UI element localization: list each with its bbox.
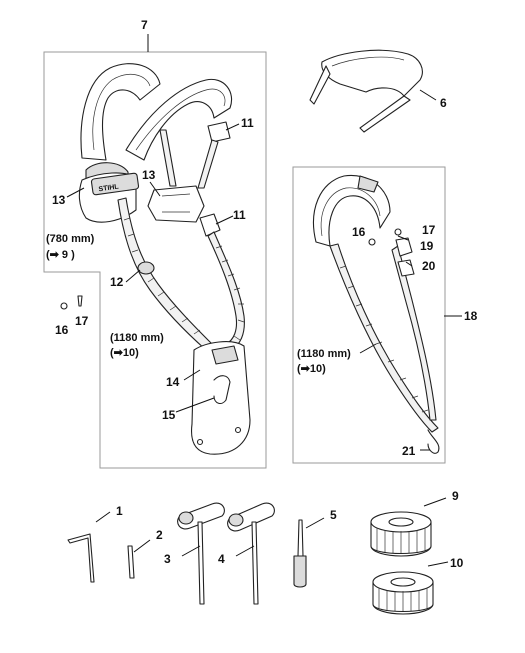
belt-length-label: (780 mm) — [46, 233, 95, 245]
shoulder-strap — [312, 174, 440, 454]
callout-11-lower: 11 — [233, 208, 246, 222]
harness-screws — [60, 295, 83, 310]
box-spanner-3 — [177, 502, 225, 605]
belt-ref-label: (➡ 9 ) — [46, 249, 75, 261]
callout-13-center: 13 — [142, 168, 156, 182]
full-harness: STIHL — [78, 63, 251, 455]
box-spanner-4 — [227, 502, 275, 605]
callout-17-left: 17 — [75, 314, 89, 328]
callout-20: 20 — [422, 259, 436, 273]
callouts: 7 6 11 11 13 13 12 16 17 14 15 16 17 19 … — [52, 18, 478, 570]
callout-16-right: 16 — [352, 225, 366, 239]
callout-2: 2 — [156, 528, 163, 542]
harness-strap-ref-label: (➡10) — [110, 347, 139, 359]
callout-17-right: 17 — [422, 223, 436, 237]
dimension-notes: (780 mm) (➡ 9 ) (1180 mm) (➡10) (1180 mm… — [46, 233, 351, 375]
shoulder-strap-ref-label: (➡10) — [297, 363, 326, 375]
callout-3: 3 — [164, 552, 171, 566]
pin-2 — [127, 545, 135, 579]
harness-strap-length-label: (1180 mm) — [110, 332, 164, 344]
safety-glasses — [309, 49, 437, 133]
stihl-logo: STIHL — [98, 183, 120, 193]
callout-18: 18 — [464, 309, 478, 323]
allen-key-1 — [67, 533, 95, 583]
callout-4: 4 — [218, 552, 225, 566]
callout-21: 21 — [402, 444, 416, 458]
leader-lines — [66, 123, 462, 567]
harness-frame — [43, 34, 267, 469]
callout-7: 7 — [141, 18, 148, 32]
callout-10: 10 — [450, 556, 464, 570]
callout-19: 19 — [420, 239, 434, 253]
shoulder-strap-length-label: (1180 mm) — [297, 348, 351, 360]
callout-15: 15 — [162, 408, 176, 422]
callout-12: 12 — [110, 275, 124, 289]
callout-5: 5 — [330, 508, 337, 522]
shoulder-strap-frame — [292, 166, 446, 464]
callout-13-left: 13 — [52, 193, 66, 207]
roll-9 — [370, 511, 432, 557]
callout-11-upper: 11 — [241, 116, 254, 130]
screwdriver-5 — [293, 519, 307, 588]
callout-9: 9 — [452, 489, 459, 503]
callout-1: 1 — [116, 504, 123, 518]
callout-6: 6 — [440, 96, 447, 110]
callout-14: 14 — [166, 375, 180, 389]
roll-10 — [372, 571, 434, 615]
callout-16-left: 16 — [55, 323, 69, 337]
